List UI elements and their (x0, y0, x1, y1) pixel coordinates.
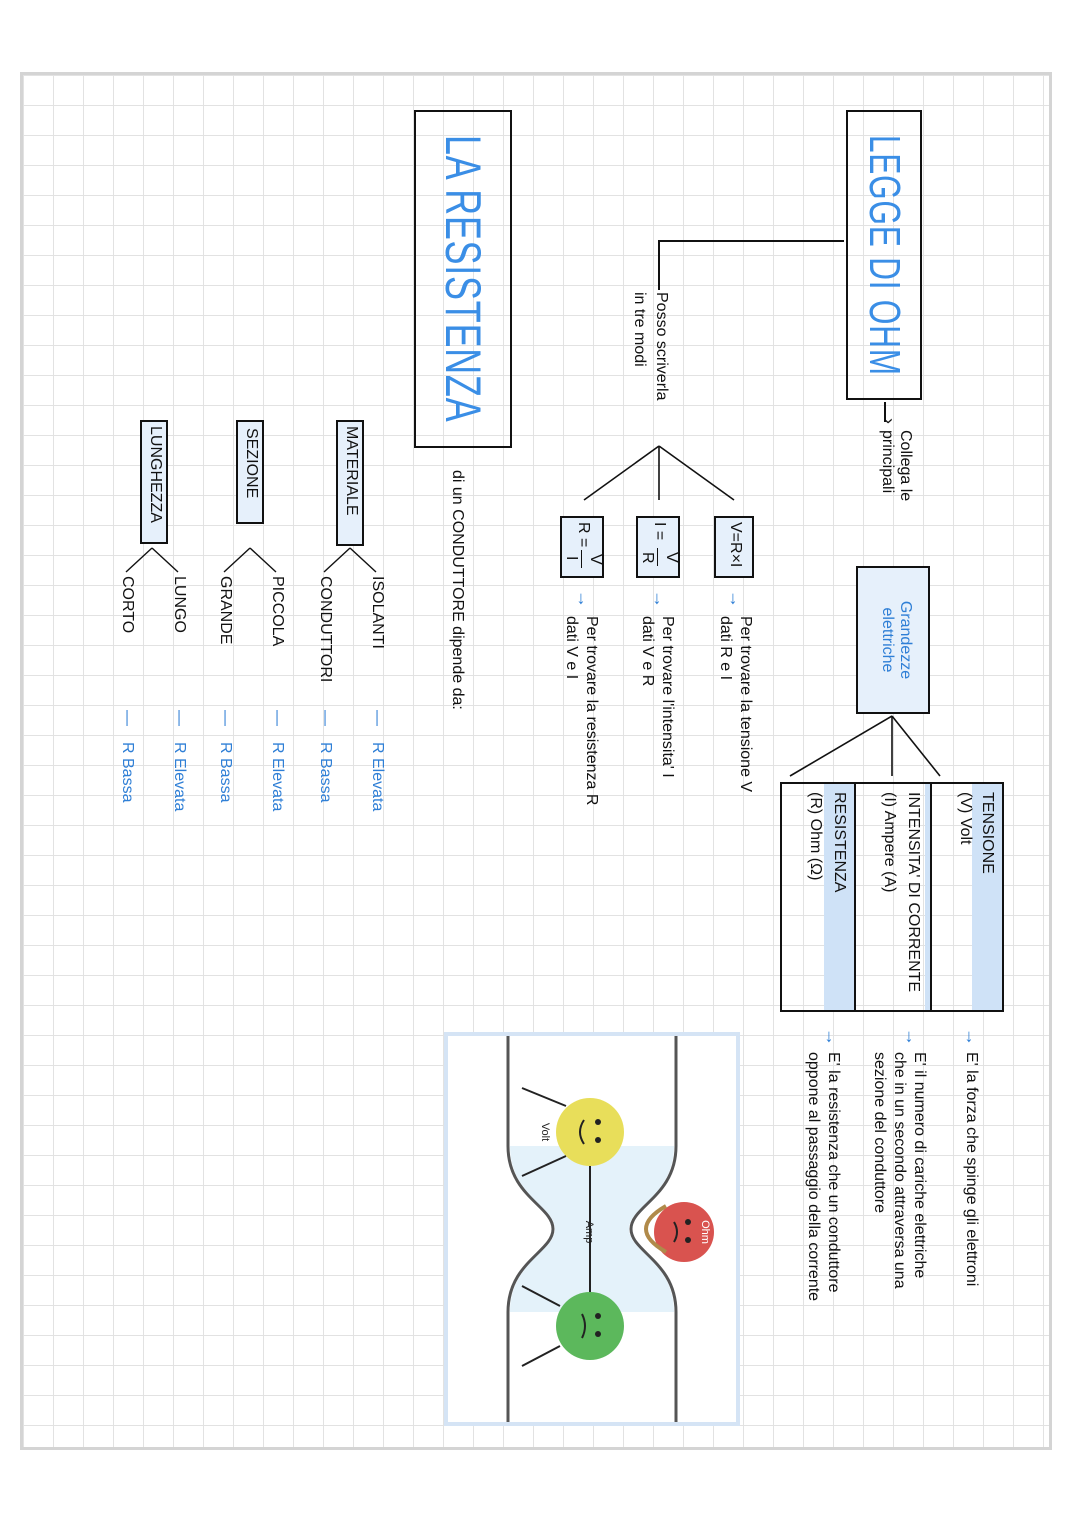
formula-v-line-2: dati R e I (717, 616, 734, 681)
materiale-item-1: ISOLANTI (369, 576, 386, 649)
formula-v: V=R×I (727, 522, 744, 568)
resistance-unit: (R) Ohm (Ω) (807, 792, 824, 881)
desc-arrow-1: → (962, 1028, 982, 1046)
lunghezza-value-1: R Elevata (171, 742, 188, 812)
formula-r-line-2: dati V e I (563, 616, 580, 680)
sezione-item-1: PICCOLA (269, 576, 286, 647)
materiale-value-2: R Bassa (317, 742, 334, 803)
formula-r-line-1: Per trovare la resistenza R (583, 616, 600, 806)
intensity-name: INTENSITA' DI CORRENTE (905, 792, 922, 993)
sezione-dash-2: — (217, 710, 234, 726)
ohm-illustration: Ohm Volt Amp (444, 1032, 740, 1426)
tension-description: E' la forza che spinge gli elettroni (963, 1052, 980, 1287)
collega-text: Collega le principali (878, 430, 914, 502)
formula-i-line-1: Per trovare l'intensita' I (659, 616, 676, 778)
resistance-desc-2: oppone al passaggio della corrente (805, 1052, 822, 1302)
sezione-dash-1: — (269, 710, 286, 726)
posso-line-1: Posso scriverla (653, 292, 670, 401)
formula-r-fraction-bar (581, 550, 582, 568)
intensity-desc-2: che in un secondo attraversa una (891, 1052, 908, 1289)
ohm-title-box: LEGGE DI OHM (846, 110, 922, 400)
amp-character: Amp (521, 1166, 624, 1367)
intensity-highlight (925, 784, 930, 1010)
lunghezza-branches (125, 547, 179, 573)
resistance-name: RESISTENZA (831, 792, 848, 893)
resistenza-subtitle: di un CONDUTTORE dipende da: (449, 470, 466, 710)
lunghezza-dash-1: — (171, 710, 188, 726)
ohm-title: LEGGE DI OHM (860, 134, 909, 376)
rotated-notes: LEGGE DI OHM › Collega le principali Gra… (20, 80, 1040, 1442)
formula-r-arrow: → (574, 590, 594, 608)
materiale-dash-1: — (369, 710, 386, 726)
grid-paper (20, 72, 1052, 1450)
illustration-drawing: Ohm Volt Amp (506, 1036, 714, 1422)
lunghezza-item-1: LUNGO (171, 576, 188, 633)
resistenza-title-box: LA RESISTENZA (414, 110, 512, 448)
ohm-label: Ohm (699, 1220, 711, 1244)
intensity-desc-1: E' il numero di cariche elettriche (911, 1052, 928, 1279)
formula-i-line-2: dati V e R (639, 616, 656, 687)
connector-vertical (658, 240, 844, 242)
ohm-character: Ohm (644, 1202, 714, 1262)
arrow-head: › (879, 418, 899, 424)
materiale-branches (323, 547, 377, 573)
grandezze-branches (789, 715, 941, 777)
sezione-value-2: R Bassa (217, 742, 234, 803)
formula-i-arrow: → (650, 590, 670, 608)
formula-i-left: I = (651, 522, 668, 541)
intensity-unit: (I) Ampere (A) (881, 792, 898, 893)
factor-lunghezza: LUNGHEZZA (147, 426, 164, 523)
resistenza-title: LA RESISTENZA (435, 135, 491, 423)
grandezze-text: Grandezze elettriche (878, 600, 914, 680)
formula-v-arrow: → (726, 590, 746, 608)
materiale-value-1: R Elevata (369, 742, 386, 812)
lunghezza-dash-2: — (119, 710, 136, 726)
desc-arrow-3: → (822, 1028, 842, 1046)
factor-sezione: SEZIONE (243, 428, 260, 499)
connector-horizontal (658, 240, 660, 290)
factor-materiale: MATERIALE (343, 426, 360, 516)
sezione-value-1: R Elevata (269, 742, 286, 812)
formula-i-den: R (639, 552, 656, 564)
lunghezza-item-2: CORTO (119, 576, 136, 634)
formula-r-left: R = (575, 522, 592, 548)
tension-name: TENSIONE (979, 792, 996, 874)
formula-i-fraction-bar (657, 548, 658, 566)
formula-r-num: V (587, 554, 604, 565)
volt-label: Volt (539, 1123, 551, 1141)
materiale-dash-2: — (317, 710, 334, 726)
table-divider-1 (930, 782, 932, 1012)
lunghezza-value-2: R Bassa (119, 742, 136, 803)
formula-i-num: V (663, 552, 680, 563)
volt-character: Volt (521, 1087, 624, 1177)
formula-r-den: I (563, 556, 580, 561)
tension-unit: (V) Volt (957, 792, 974, 845)
sezione-branches (223, 547, 277, 573)
materiale-item-2: CONDUTTORI (317, 576, 334, 683)
posso-line-2: in tre modi (631, 292, 648, 367)
intensity-desc-3: sezione del conduttore (871, 1052, 888, 1213)
formula-branches (583, 445, 735, 501)
formula-v-line-1: Per trovare la tensione V (737, 616, 754, 793)
desc-arrow-2: → (902, 1028, 922, 1046)
sezione-item-2: GRANDE (217, 576, 234, 645)
table-divider-2 (854, 782, 856, 1012)
resistance-desc-1: E' la resistenza che un conduttore (825, 1052, 842, 1293)
